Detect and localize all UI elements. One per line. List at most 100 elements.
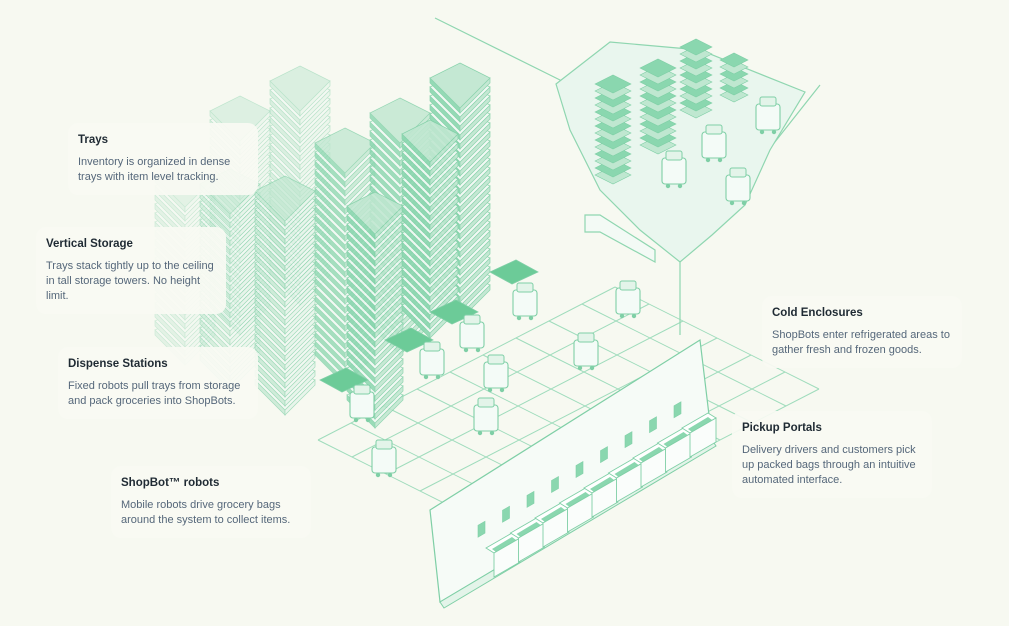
robot-wheel [619, 313, 625, 319]
robot-bag [759, 96, 777, 107]
robot-bag [577, 332, 595, 343]
tray-top [369, 97, 431, 144]
robot-wheel [589, 365, 595, 371]
callout-title: Pickup Portals [742, 422, 822, 434]
dispense-station [384, 327, 434, 353]
portal-opening [516, 522, 541, 537]
portal-front [542, 507, 570, 548]
callout-body: Inventory is organized in dense trays wi… [78, 156, 231, 183]
portal-opening [590, 477, 614, 492]
robot-bag [477, 397, 495, 408]
cold-rack [719, 52, 749, 103]
robot-wheel [729, 200, 735, 206]
robot-bag [516, 282, 534, 293]
cold-tray [594, 74, 632, 94]
portal-opening [639, 447, 663, 462]
robot-bag [423, 341, 441, 352]
portal-window [526, 490, 535, 508]
portal-front [689, 417, 717, 458]
robot-wheel [463, 347, 469, 353]
tray-top [401, 119, 459, 163]
cold-tray [719, 52, 749, 68]
portal-window [477, 520, 486, 538]
tray-top [346, 191, 404, 235]
robot-wheel [435, 374, 441, 380]
robot-wheel [677, 183, 683, 189]
tray-top [429, 62, 491, 109]
shopbot-robot [349, 384, 375, 423]
shopbot-robot [615, 280, 641, 319]
dispense-station [429, 299, 479, 325]
robot-wheel [631, 313, 637, 319]
robot-bag [729, 167, 747, 178]
shopbot-robot [419, 341, 445, 380]
tray-top [314, 127, 376, 174]
robot-wheel [489, 430, 495, 436]
storage-tower [254, 175, 316, 416]
portal-window [502, 505, 510, 523]
callout-title: ShopBot™ robots [121, 477, 220, 489]
portal-front [567, 492, 594, 533]
cold-enclosure-racks [594, 38, 781, 206]
robot-wheel [475, 347, 481, 353]
cold-rack [594, 74, 632, 185]
callout-body: Delivery drivers and customers pick up p… [742, 444, 916, 486]
portal-window [575, 461, 584, 479]
cold-tray [679, 38, 713, 56]
shopbot-robot [755, 96, 781, 135]
callout-pickup-portals: Pickup Portals Delivery drivers and cust… [732, 411, 932, 498]
cold-tray [639, 58, 677, 78]
robot-body [371, 446, 397, 474]
robot-body [419, 348, 445, 376]
portal-front [591, 477, 619, 518]
portal-window [673, 401, 682, 419]
robot-body [459, 321, 485, 349]
robot-wheel [477, 430, 483, 436]
tray-top [269, 65, 331, 112]
portal-opening [688, 417, 712, 432]
portal-window [624, 431, 633, 449]
shopbot-robot [483, 354, 509, 393]
robot-body [349, 391, 375, 419]
callout-title: Vertical Storage [46, 238, 133, 250]
robot-bag [463, 314, 481, 325]
pickup-portal [485, 532, 521, 578]
shopbot-robot [573, 332, 599, 371]
pickup-portal-wall [429, 338, 717, 609]
dispense-station [319, 367, 369, 393]
robot-wheel [759, 129, 765, 135]
callout-cold-enclosures: Cold Enclosures ShopBots enter refrigera… [762, 296, 962, 368]
portal-opening [565, 492, 590, 507]
portal-opening [541, 507, 565, 522]
callout-trays: Trays Inventory is organized in dense tr… [68, 123, 258, 195]
enclosure-doorway [584, 214, 656, 264]
shopbot-robot [473, 397, 499, 436]
robot-wheel [705, 157, 711, 163]
robot-body [615, 287, 641, 315]
pickup-portal [681, 412, 717, 458]
robot-body [483, 361, 509, 389]
robot-body [512, 289, 538, 317]
portal-front [493, 537, 521, 578]
robot-bag [375, 439, 393, 450]
cold-rack [679, 38, 713, 119]
callout-dispense-stations: Dispense Stations Fixed robots pull tray… [58, 347, 258, 419]
callout-shopbot-robots: ShopBot™ robots Mobile robots drive groc… [111, 466, 311, 538]
robot-wheel [423, 374, 429, 380]
portal-window [551, 475, 559, 493]
robot-body [701, 131, 727, 159]
dispense-stations [319, 259, 539, 393]
robot-wheel [365, 417, 371, 423]
callout-title: Cold Enclosures [772, 307, 863, 319]
robot-body [755, 103, 781, 131]
callout-title: Trays [78, 134, 109, 146]
robot-wheel [499, 387, 505, 393]
portal-front [640, 447, 668, 488]
robot-bag [665, 150, 683, 161]
portal-opening [614, 462, 639, 477]
portal-window [600, 446, 608, 464]
shopbot-robot [701, 124, 727, 163]
robot-wheel [516, 315, 522, 321]
shopbot-robot [371, 439, 397, 478]
grid-line [385, 320, 684, 475]
